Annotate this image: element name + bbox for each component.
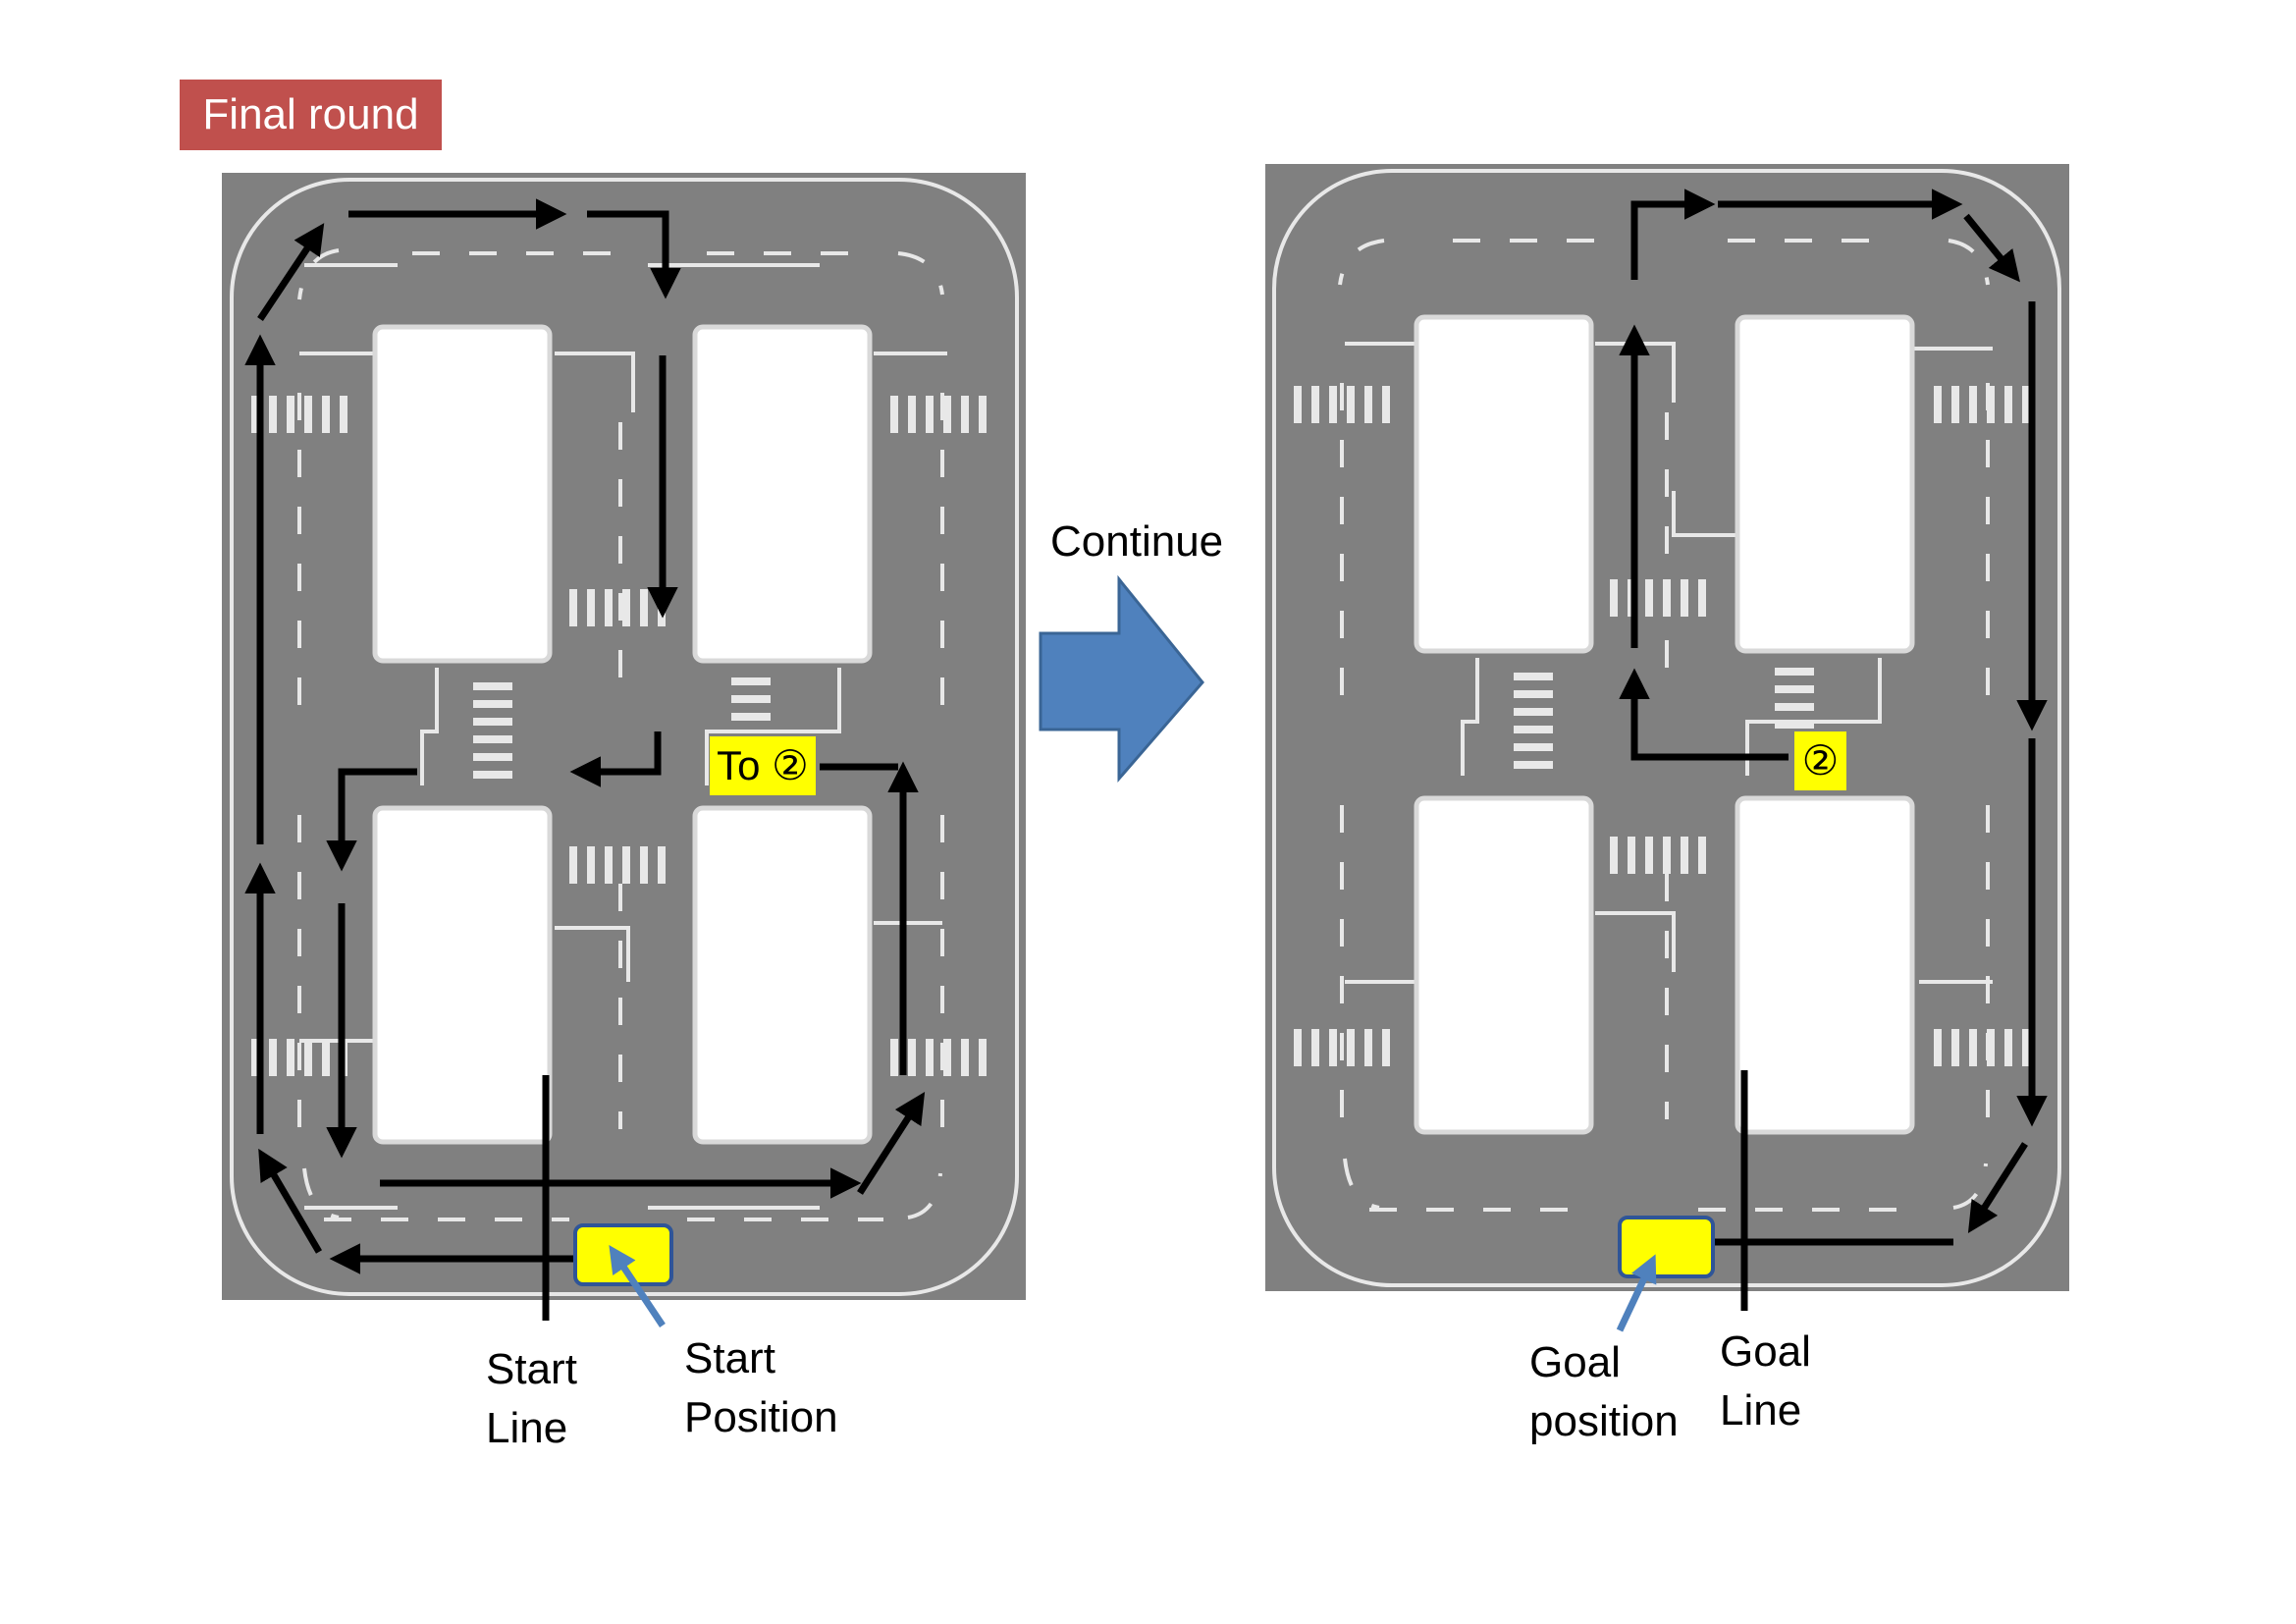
continue-arrow-icon <box>1039 574 1204 784</box>
left-course-map <box>222 173 1026 1327</box>
start-position-label: Start Position <box>684 1334 838 1441</box>
right-course-map <box>1265 164 2069 1332</box>
final-round-title: Final round <box>180 80 442 150</box>
marker-2-label: ② <box>1794 731 1846 790</box>
goal-position-label: Goal position <box>1529 1338 1679 1445</box>
start-line-label: Start Line <box>486 1345 577 1452</box>
goal-line-label: Goal Line <box>1720 1327 1811 1435</box>
to-marker-2-label: To ② <box>710 736 816 795</box>
continue-label: Continue <box>1050 517 1224 566</box>
